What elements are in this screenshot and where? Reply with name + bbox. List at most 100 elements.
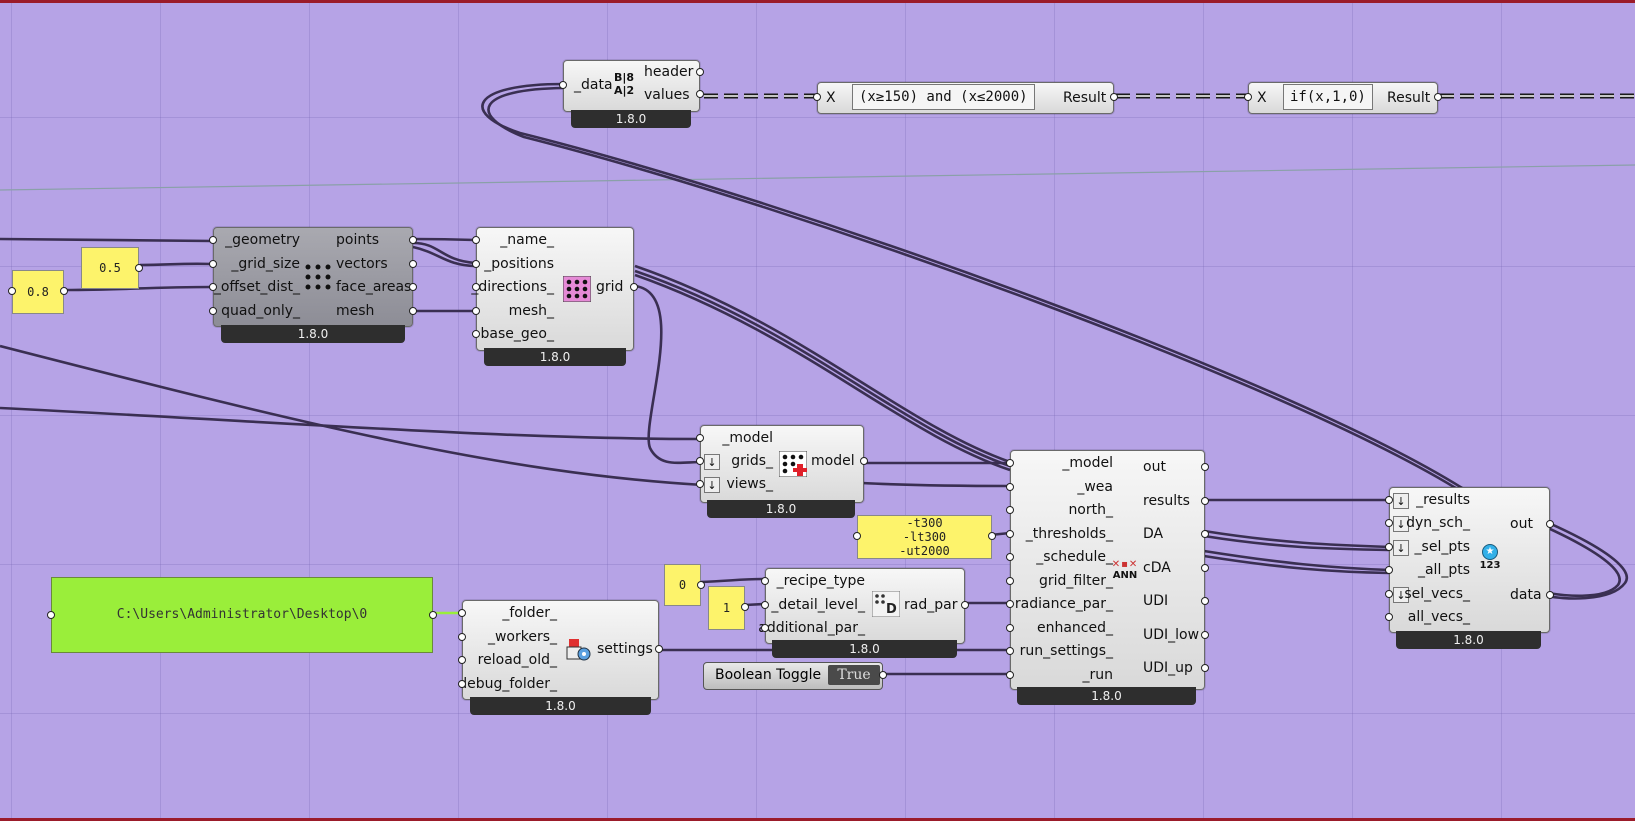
port-out-grid[interactable] [630,283,638,291]
port-in-run[interactable] [1006,671,1014,679]
port-in-all-vecs[interactable] [1385,613,1393,621]
port-in-dyn-sch[interactable] [1385,519,1393,527]
sel-pts-flatten-icon[interactable]: ↓ [1393,540,1409,556]
port-in-data[interactable] [559,81,567,89]
views-flatten-icon[interactable]: ↓ [704,477,720,493]
port-in-grids[interactable] [696,457,704,465]
port-in-positions[interactable] [472,260,480,268]
port-out-detail-panel[interactable] [741,603,749,611]
port-in-model[interactable] [696,434,704,442]
port-out-model[interactable] [860,457,868,465]
port-out-results[interactable] [1201,497,1209,505]
port-in-run-settings[interactable] [1006,647,1014,655]
expression-node-1[interactable]: X (x≥150) and (x≤2000) Result [813,82,1118,114]
port-in-sel-pts[interactable] [1385,543,1393,551]
port-in-model[interactable] [1006,459,1014,467]
port-out-toggle[interactable] [879,671,887,679]
boolean-toggle[interactable]: Boolean Toggle True [703,662,887,690]
results-node[interactable]: ↓ _results ↓ dyn_sch_ ↓ _sel_pts _all_pt… [1385,487,1554,633]
input-enhanced: enhanced_ [1036,620,1113,636]
port-out-values[interactable] [696,90,704,98]
add-to-model-node[interactable]: _model ↓ grids_ ↓ views_ model [696,425,868,503]
sel-vecs-flatten-icon[interactable]: ↓ [1393,587,1409,603]
offset-panel[interactable]: 0.8 [8,270,68,314]
port-in-schedule[interactable] [1006,553,1014,561]
port-out-udi-low[interactable] [1201,631,1209,639]
port-in-thresholds[interactable] [1006,530,1014,538]
port-in-recipe-type[interactable] [761,577,769,585]
port-in-geometry[interactable] [209,236,217,244]
port-out-out[interactable] [1201,463,1209,471]
port-in-all-pts[interactable] [1385,566,1393,574]
grids-flatten-icon[interactable]: ↓ [704,454,720,470]
expr1-expression[interactable]: (x≥150) and (x≤2000) [852,84,1035,110]
dyn-sch-flatten-icon[interactable]: ↓ [1393,516,1409,532]
rad-par-node[interactable]: _recipe_type _detail_level_ additional_p… [758,568,969,644]
port-in-folder[interactable] [458,609,466,617]
port-in-expr2[interactable] [1244,93,1252,101]
port-in-name[interactable] [472,236,480,244]
port-in-folder-panel[interactable] [47,611,55,619]
output-udi-low: UDI_low [1143,627,1200,643]
sensor-grid-node[interactable]: _name_ _positions _directions_ mesh_ bas… [471,227,638,351]
port-out-rad-par[interactable] [961,601,969,609]
port-out-udi-up[interactable] [1201,664,1209,672]
port-in-additional-par[interactable] [761,624,769,632]
recipe-type-panel[interactable]: 0 [664,564,705,606]
folder-panel[interactable]: C:\Users\Administrator\Desktop\0 [47,577,437,653]
toggle-value[interactable]: True [828,665,880,685]
port-in-debug-folder[interactable] [458,680,466,688]
port-in-radiance-par[interactable] [1006,600,1014,608]
expr2-expression[interactable]: if(x,1,0) [1283,84,1373,110]
port-in-grid-size[interactable] [209,260,217,268]
port-in-sel-vecs[interactable] [1385,590,1393,598]
port-out-udi[interactable] [1201,597,1209,605]
port-in-results[interactable] [1385,496,1393,504]
port-out-expr2[interactable] [1434,93,1442,101]
grid-size-panel[interactable]: 0.5 [81,247,143,289]
port-out-face-areas[interactable] [409,283,417,291]
run-settings-node[interactable]: _folder_ _workers_ reload_old_ debug_fol… [458,600,663,700]
port-out-points[interactable] [409,236,417,244]
port-out-settings[interactable] [655,645,663,653]
thresholds-panel[interactable]: -t300 -lt300 -ut2000 [853,515,996,559]
port-in-views[interactable] [696,480,704,488]
dataheaders-node[interactable]: _data B|8 A|2 header values [559,60,704,112]
port-in-enhanced[interactable] [1006,624,1014,632]
annual-daylight-node[interactable]: _model _wea north_ _thresholds_ _schedul… [1006,450,1209,690]
port-out-da[interactable] [1201,530,1209,538]
port-out-folder-panel[interactable] [429,611,437,619]
port-out-expr1[interactable] [1110,93,1118,101]
port-in-directions[interactable] [472,283,480,291]
port-in-north[interactable] [1006,506,1014,514]
port-out-cda[interactable] [1201,564,1209,572]
port-out-header[interactable] [696,68,704,76]
gen-point-grid-node[interactable]: _geometry _grid_size _offset_dist_ quad_… [209,227,417,327]
port-in-detail-level[interactable] [761,601,769,609]
wire-cda-allpts-b [1203,554,1391,575]
port-in-expr1[interactable] [813,93,821,101]
port-out-data[interactable] [1546,591,1554,599]
port-out-mesh[interactable] [409,307,417,315]
port-in-base-geo[interactable] [472,330,480,338]
port-in-workers[interactable] [458,633,466,641]
results-flatten-icon[interactable]: ↓ [1393,493,1409,509]
port-out-thresholds-panel[interactable] [988,532,996,540]
port-in-reload-old[interactable] [458,656,466,664]
port-in-mesh[interactable] [472,307,480,315]
port-in-quad[interactable] [209,307,217,315]
port-in-offset-panel[interactable] [8,287,16,295]
port-in-thresholds-panel[interactable] [853,532,861,540]
port-out-vectors[interactable] [409,260,417,268]
detail-level-panel[interactable]: 1 [708,586,749,630]
port-in-grid-filter[interactable] [1006,577,1014,585]
port-out-recipe-panel[interactable] [697,581,705,589]
port-in-wea[interactable] [1006,483,1014,491]
port-in-offset[interactable] [209,283,217,291]
port-out-grid-size-panel[interactable] [135,264,143,272]
port-out-offset-panel[interactable] [60,287,68,295]
expression-node-2[interactable]: X if(x,1,0) Result [1244,82,1442,114]
output-out: out [1143,459,1166,475]
port-out-out[interactable] [1546,520,1554,528]
